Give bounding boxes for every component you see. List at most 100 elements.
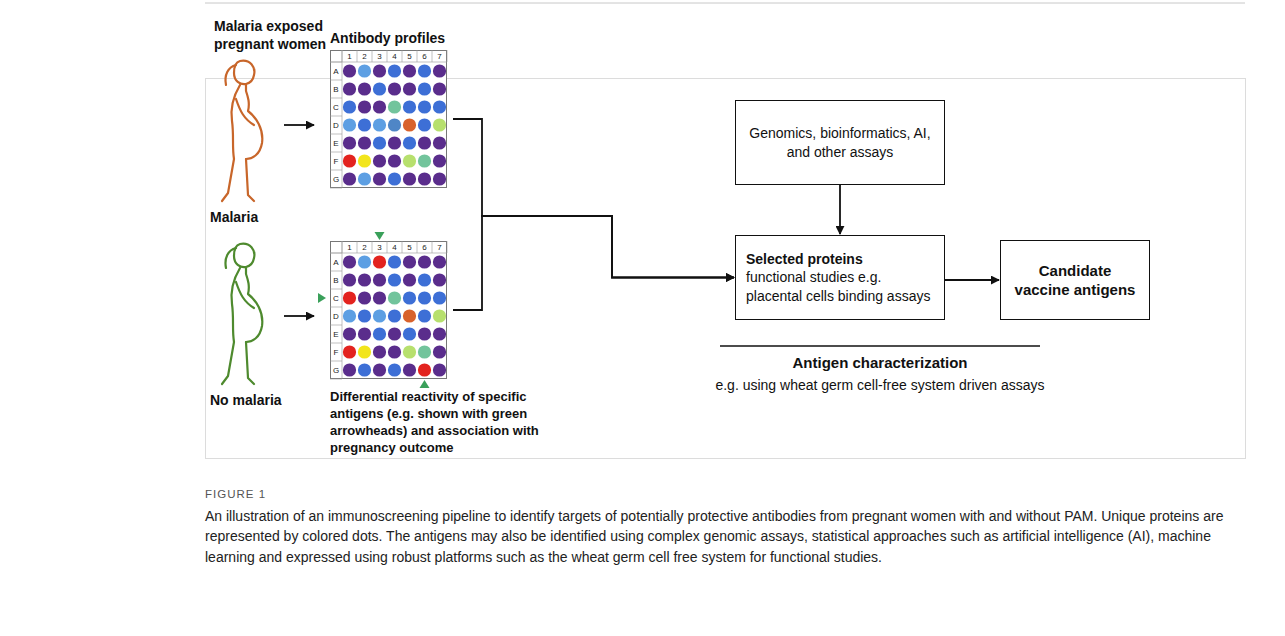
antigen-dot [343,118,356,131]
figure-number: FIGURE 1 [205,487,266,501]
column-number: 3 [377,244,381,252]
column-number: 5 [407,53,411,61]
antigen-dot [388,327,401,340]
plate-panel: 1234567ABCDEFGDifferential reactivity of… [326,232,576,457]
antigen-dot [343,255,356,268]
antigen-dot [343,327,356,340]
flow-arrow [453,119,734,278]
antigen-dot [433,118,446,131]
antigen-dot [388,136,401,149]
antigen-dot [418,273,431,286]
antigen-dot [373,363,386,376]
antigen-dot [373,255,386,268]
antigen-dot [418,136,431,149]
antigen-dot [418,172,431,185]
header-divider [432,241,433,253]
header-divider [402,50,403,62]
header-divider [357,50,358,62]
antigen-dot [403,291,416,304]
antigen-dot [403,82,416,95]
antigen-dot [373,309,386,322]
header-divider [330,361,342,362]
header-divider [447,241,448,253]
well-plate: 1234567ABCDEFG [330,50,447,188]
antigen-dot [343,273,356,286]
row-letter: B [333,277,338,285]
header-divider [330,98,342,99]
header-divider [402,241,403,253]
antigen-dot [343,309,356,322]
green-arrowhead [420,380,430,388]
header-divider [330,80,342,81]
antigen-dot [403,172,416,185]
column-number: 2 [362,53,366,61]
antigen-dot [343,82,356,95]
antigen-dot [358,154,371,167]
antigen-dot [403,273,416,286]
antigen-dot [358,255,371,268]
antigen-dot [358,136,371,149]
flow-arrow [284,124,314,126]
antigen-dot [373,273,386,286]
antigen-dot [433,136,446,149]
process-box: Genomics, bioinformatics, AI, and other … [735,100,945,185]
antigen-dot [418,118,431,131]
antigen-dot [373,118,386,131]
antigen-dot [388,363,401,376]
woman-arm [236,99,254,125]
header-divider [330,307,342,308]
header-divider [387,241,388,253]
woman-leg-front [246,342,254,384]
antigen-dot [388,172,401,185]
plate-border [331,242,447,379]
antigen-dot [403,345,416,358]
antigen-dot [433,309,446,322]
antigen-dot [343,345,356,358]
plate-note: Differential reactivity of specific anti… [330,389,576,457]
process-box: Candidate vaccine antigens [1000,240,1150,320]
antigen-dot [343,100,356,113]
patient-group: No malaria [210,238,290,408]
column-number: 2 [362,244,366,252]
antigen-dot [358,100,371,113]
antigen-dot [373,291,386,304]
woman-leg-back [222,159,234,201]
green-arrowhead [318,293,326,303]
antigen-dot [388,309,401,322]
row-letter: D [333,122,339,130]
antigen-dot [343,136,356,149]
figure-caption: An illustration of an immunoscreening pi… [205,506,1245,567]
antigen-dot [388,82,401,95]
group-label: Malaria [210,209,290,225]
woman-leg-back [222,342,234,384]
antigen-dot [358,291,371,304]
antigen-dot [433,154,446,167]
antigen-dot [343,172,356,185]
antigen-dot [418,327,431,340]
top-rule [205,3,1245,4]
antigen-dot [403,64,416,77]
antigen-dot [388,255,401,268]
header-divider [342,50,343,188]
antigen-dot [343,363,356,376]
section-note: e.g. using wheat germ cell-free system d… [715,377,1044,395]
header-divider [357,241,358,253]
header-divider [447,50,448,62]
header-divider [330,116,342,117]
pregnant-woman-illustration [210,55,280,205]
woman-back [231,268,240,342]
antigen-dot [373,172,386,185]
antigen-dot [403,327,416,340]
column-number: 5 [407,244,411,252]
antigen-dot [373,64,386,77]
antigen-dot [403,363,416,376]
column-number: 6 [422,53,426,61]
antigen-dot [433,327,446,340]
antigen-dot [358,327,371,340]
box-heading: Genomics, bioinformatics, AI, and other … [746,124,934,160]
header-divider [372,241,373,253]
section-heading: Antigen characterization [792,354,967,373]
row-letter: F [334,349,339,357]
plate-panel: Antibody profiles1234567ABCDEFG [326,30,466,188]
